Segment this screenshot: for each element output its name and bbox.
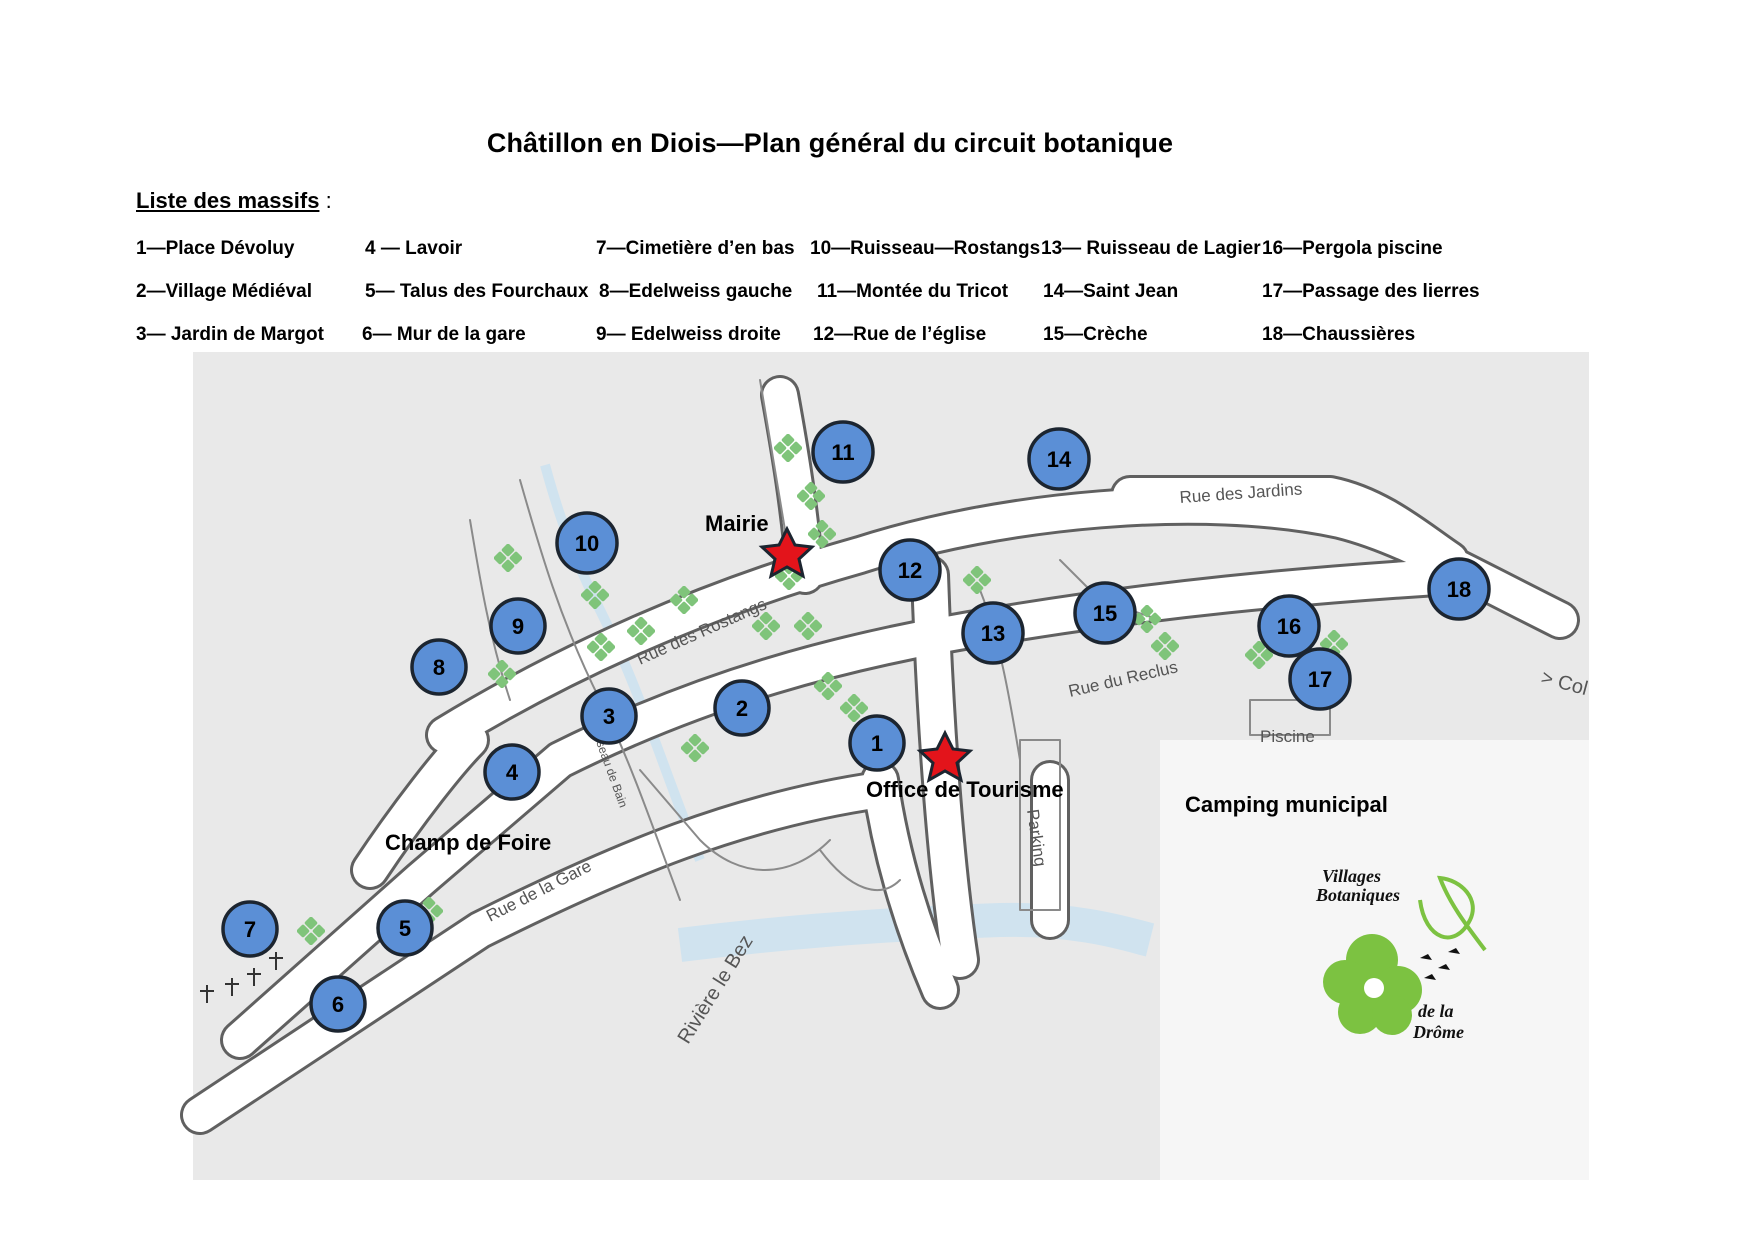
legend-heading: Liste des massifs :: [136, 188, 332, 214]
legend-item-8: 8—Edelweiss gauche: [599, 281, 793, 302]
marker-3-label: 3: [603, 704, 615, 729]
legend-item-1: 1—Place Dévoluy: [136, 238, 295, 259]
marker-11[interactable]: 11: [811, 420, 875, 484]
logo-bird-icon: [1420, 948, 1460, 980]
marker-16-label: 16: [1277, 614, 1301, 639]
tourist-office-star-icon: [916, 729, 974, 783]
legend-item-12: 12—Rue de l’église: [813, 324, 987, 345]
legend-item-13: 13— Ruisseau de Lagier: [1041, 238, 1261, 259]
marker-7-label: 7: [244, 917, 256, 942]
marker-15[interactable]: 15: [1073, 581, 1137, 645]
logo-line-2: Botaniques: [1315, 885, 1400, 905]
marker-9-label: 9: [512, 614, 524, 639]
logo-flower-icon: [1323, 934, 1422, 1035]
marker-5-label: 5: [399, 916, 411, 941]
villages-botaniques-logo: Villages Botaniques de la Drôme: [1315, 866, 1487, 1042]
marker-1-label: 1: [871, 731, 883, 756]
place-label-mairie: Mairie: [705, 511, 769, 536]
marker-4-label: 4: [506, 760, 519, 785]
marker-3[interactable]: 3: [580, 687, 638, 745]
legend-item-11: 11—Montée du Tricot: [817, 281, 1009, 302]
cemetery-crosses: [200, 952, 283, 1003]
marker-15-label: 15: [1093, 601, 1117, 626]
marker-18-label: 18: [1447, 577, 1471, 602]
logo-line-3: de la: [1418, 1001, 1454, 1021]
legend-heading-colon: :: [325, 188, 332, 213]
legend-item-14: 14—Saint Jean: [1043, 281, 1179, 302]
page-title: Châtillon en Diois—Plan général du circu…: [486, 128, 1174, 158]
logo-line-4: Drôme: [1412, 1022, 1464, 1042]
legend-item-4: 4 — Lavoir: [365, 238, 463, 259]
marker-10[interactable]: 10: [555, 511, 619, 575]
marker-13[interactable]: 13: [961, 601, 1025, 665]
marker-6-label: 6: [332, 992, 344, 1017]
marker-1[interactable]: 1: [848, 714, 906, 772]
place-label-piscine: Piscine: [1260, 727, 1315, 746]
marker-17[interactable]: 17: [1288, 647, 1352, 711]
marker-13-label: 13: [981, 621, 1005, 646]
logo-line-1: Villages: [1322, 866, 1381, 886]
legend-item-9: 9— Edelweiss droite: [596, 324, 781, 345]
place-label-office: Office de Tourisme: [866, 777, 1064, 802]
legend-item-7: 7—Cimetière d’en bas: [596, 238, 795, 259]
marker-2-label: 2: [736, 696, 748, 721]
legend-item-3: 3— Jardin de Margot: [136, 324, 324, 345]
legend-item-16: 16—Pergola piscine: [1262, 238, 1443, 259]
town-hall-star-icon: [758, 525, 816, 579]
legend-item-17: 17—Passage des lierres: [1262, 281, 1480, 302]
place-label-camping: Camping municipal: [1185, 792, 1388, 817]
marker-18[interactable]: 18: [1427, 557, 1491, 621]
marker-11-label: 11: [831, 440, 854, 465]
marker-8-label: 8: [433, 655, 445, 680]
legend-item-6: 6— Mur de la gare: [362, 324, 526, 345]
marker-6[interactable]: 6: [309, 975, 367, 1033]
legend-heading-text: Liste des massifs: [136, 188, 320, 213]
place-label-champ: Champ de Foire: [385, 830, 551, 855]
legend-item-15: 15—Crèche: [1043, 324, 1148, 345]
marker-14[interactable]: 14: [1027, 427, 1091, 491]
marker-10-label: 10: [575, 531, 599, 556]
marker-7[interactable]: 7: [221, 900, 279, 958]
marker-8[interactable]: 8: [410, 638, 468, 696]
marker-2[interactable]: 2: [713, 679, 771, 737]
marker-12-label: 12: [898, 558, 922, 583]
marker-12[interactable]: 12: [878, 538, 942, 602]
massif-markers: 1 2 3 4 5 6 7 8 9 10 11 12 13 14 15 16 1…: [221, 420, 1491, 1033]
legend-item-18: 18—Chaussières: [1262, 324, 1416, 345]
marker-5[interactable]: 5: [376, 899, 434, 957]
logo-leaf-icon: [1418, 875, 1487, 952]
place-labels: Mairie Office de Tourisme Camping munici…: [385, 511, 1388, 855]
legend-item-2: 2—Village Médiéval: [136, 281, 313, 302]
marker-4[interactable]: 4: [483, 743, 541, 801]
marker-16[interactable]: 16: [1257, 594, 1321, 658]
marker-14-label: 14: [1047, 447, 1072, 472]
legend-item-10: 10—Ruisseau—Rostangs: [810, 238, 1041, 259]
marker-17-label: 17: [1308, 667, 1332, 692]
landmark-stars: [758, 525, 974, 783]
marker-9[interactable]: 9: [489, 597, 547, 655]
legend-item-5: 5— Talus des Fourchaux: [365, 281, 589, 302]
